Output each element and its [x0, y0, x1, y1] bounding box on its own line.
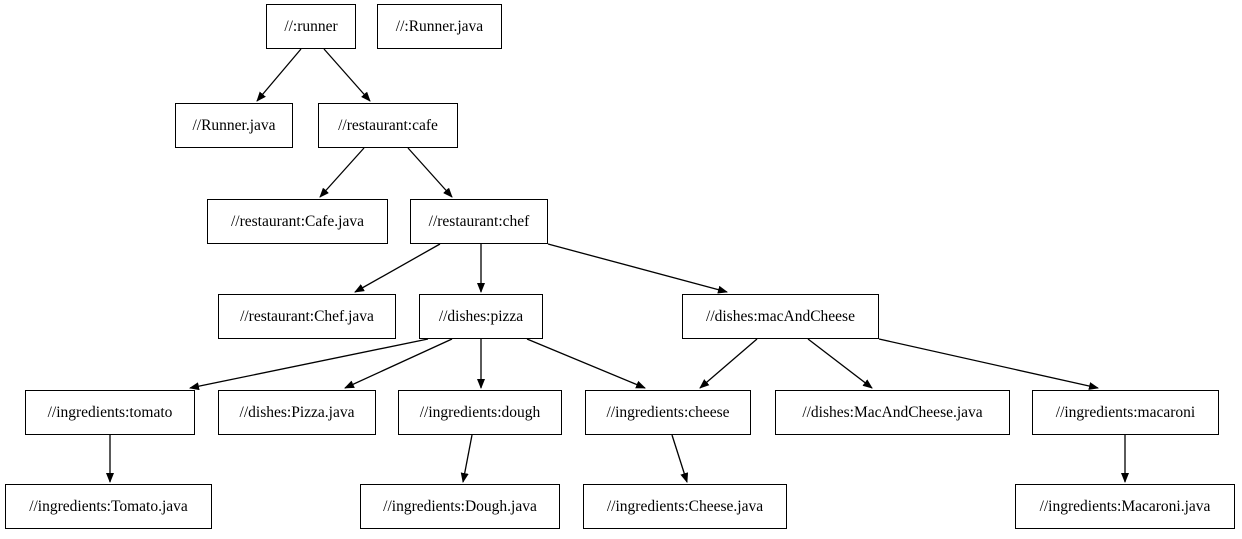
graph-node-label: //restaurant:Chef.java	[240, 307, 374, 325]
graph-node-label: //restaurant:cafe	[338, 116, 438, 134]
graph-node-label: //restaurant:chef	[428, 212, 530, 230]
graph-edge	[189, 338, 429, 391]
graph-edge	[354, 243, 441, 293]
graph-node-ing_cheese[interactable]: //ingredients:cheese	[585, 390, 751, 435]
graph-edge	[526, 338, 646, 389]
graph-edge	[807, 338, 873, 389]
graph-edge	[319, 147, 365, 198]
graph-node-dishes_macchz[interactable]: //dishes:macAndCheese	[682, 294, 879, 339]
graph-node-runner[interactable]: //:runner	[266, 4, 356, 49]
graph-node-label: //ingredients:tomato	[47, 403, 173, 421]
graph-node-runner_java[interactable]: //Runner.java	[175, 103, 293, 148]
graph-node-label: //dishes:MacAndCheese.java	[802, 403, 983, 421]
graph-node-label: //dishes:macAndCheese	[706, 307, 855, 325]
graph-node-cheese_java[interactable]: //ingredients:Cheese.java	[583, 484, 787, 529]
graph-node-label: //dishes:pizza	[438, 307, 524, 325]
graph-node-macchz_java[interactable]: //dishes:MacAndCheese.java	[775, 390, 1010, 435]
graph-node-label: //dishes:Pizza.java	[239, 403, 355, 421]
graph-node-label: //ingredients:Dough.java	[383, 497, 537, 515]
graph-node-label: //:runner	[284, 17, 338, 35]
graph-node-pizza_java[interactable]: //dishes:Pizza.java	[218, 390, 376, 435]
graph-node-ing_tomato[interactable]: //ingredients:tomato	[25, 390, 195, 435]
graph-edge	[407, 147, 453, 198]
graph-node-restaurant_chef[interactable]: //restaurant:chef	[410, 199, 548, 244]
graph-node-macaroni_java[interactable]: //ingredients:Macaroni.java	[1015, 484, 1235, 529]
graph-node-dishes_pizza[interactable]: //dishes:pizza	[419, 294, 543, 339]
graph-node-ing_dough[interactable]: //ingredients:dough	[398, 390, 562, 435]
graph-node-cafe_java[interactable]: //restaurant:Cafe.java	[207, 199, 388, 244]
graph-edge	[671, 434, 689, 483]
graph-node-ing_macaroni[interactable]: //ingredients:macaroni	[1032, 390, 1219, 435]
graph-edge	[878, 338, 1099, 390]
graph-node-dough_java[interactable]: //ingredients:Dough.java	[360, 484, 560, 529]
graph-node-label: //ingredients:Tomato.java	[29, 497, 188, 515]
graph-node-label: //ingredients:Macaroni.java	[1039, 497, 1211, 515]
graph-edge	[344, 338, 453, 389]
graph-node-runner_java_root[interactable]: //:Runner.java	[377, 4, 502, 49]
graph-node-restaurant_cafe[interactable]: //restaurant:cafe	[318, 103, 458, 148]
graph-node-tomato_java[interactable]: //ingredients:Tomato.java	[5, 484, 212, 529]
graph-edge	[547, 243, 728, 294]
graph-node-label: //ingredients:cheese	[606, 403, 730, 421]
graph-edge	[323, 48, 371, 102]
graph-edge	[699, 338, 758, 389]
graph-edge	[256, 48, 302, 102]
graph-node-label: //Runner.java	[192, 116, 276, 134]
graph-node-label: //ingredients:macaroni	[1055, 403, 1196, 421]
graph-node-label: //ingredients:Cheese.java	[606, 497, 764, 515]
graph-edge	[460, 434, 473, 483]
graph-node-label: //restaurant:Cafe.java	[231, 212, 364, 230]
graph-node-label: //ingredients:dough	[419, 403, 541, 421]
graph-node-chef_java[interactable]: //restaurant:Chef.java	[218, 294, 396, 339]
graph-node-label: //:Runner.java	[395, 17, 484, 35]
